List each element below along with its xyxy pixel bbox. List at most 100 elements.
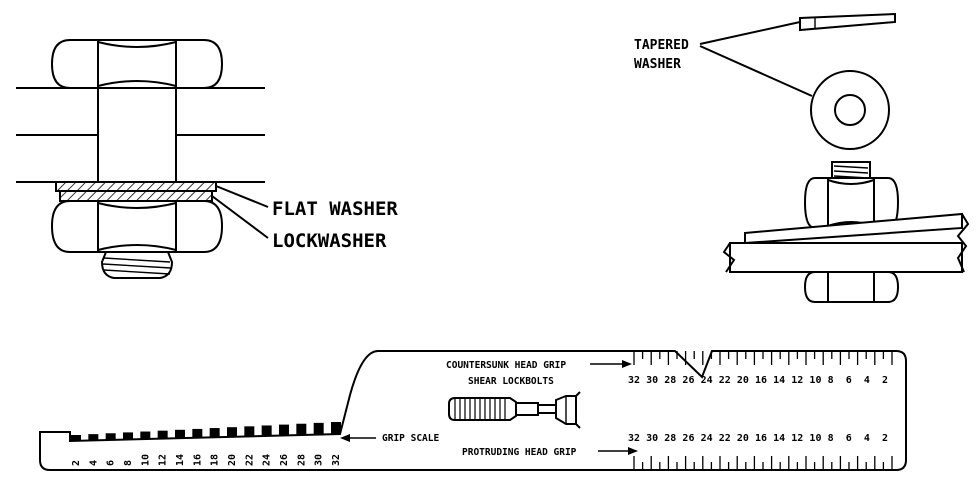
grip-scale-number: 2: [71, 460, 82, 466]
protruding-scale-number: 2: [882, 433, 888, 444]
leader-lockwasher: [211, 195, 269, 239]
tapered-washer-label-line1: TAPERED: [634, 38, 689, 53]
grip-scale-block: [123, 432, 133, 440]
protruding-scale-number: 12: [791, 433, 803, 444]
grip-scale-block: [88, 434, 99, 441]
countersunk-scale-number: 2: [882, 375, 888, 386]
grip-scale-number: 26: [279, 454, 290, 466]
bolt-shank: [97, 87, 177, 183]
grip-scale-number: 16: [192, 454, 203, 466]
countersunk-scale-number: 10: [809, 375, 821, 386]
protruding-scale-number: 20: [737, 433, 749, 444]
protruding-head-grip-label: PROTRUDING HEAD GRIP: [462, 447, 577, 458]
grip-scale-block: [175, 429, 185, 439]
grip-scale-block: [140, 431, 151, 440]
grip-scale-number: 22: [244, 454, 255, 466]
grip-scale-block: [244, 426, 255, 437]
grip-scale-number: 20: [227, 454, 238, 466]
protruding-scale-number: 6: [846, 433, 852, 444]
countersunk-scale-number: 12: [791, 375, 803, 386]
tapered-washer-label-line2: WASHER: [634, 57, 681, 72]
lockwasher-shape: [59, 190, 213, 202]
grip-scale-block: [313, 422, 324, 435]
grip-scale-arrow-head: [340, 434, 350, 442]
grip-scale-block: [192, 428, 203, 438]
grip-scale-number: 24: [262, 454, 273, 466]
countersunk-scale-number: 28: [664, 375, 676, 386]
countersunk-scale-number: 8: [828, 375, 834, 386]
leader-tapered-top: [699, 21, 801, 45]
tapered-washer-hole: [834, 94, 866, 126]
protruding-scale-number: 26: [682, 433, 694, 444]
grip-scale-number: 30: [314, 454, 325, 466]
protruding-scale-number: 14: [773, 433, 785, 444]
grip-scale-number: 18: [210, 454, 221, 466]
grip-scale-block: [105, 433, 116, 441]
protruding-scale-number: 28: [664, 433, 676, 444]
lockwasher-label: LOCKWASHER: [272, 230, 387, 252]
countersunk-scale-number: 4: [864, 375, 870, 386]
countersunk-scale-number: 16: [755, 375, 767, 386]
grip-scale-label: GRIP SCALE: [382, 433, 439, 444]
grip-scale-blocks: [71, 422, 341, 441]
grip-scale-block: [261, 425, 272, 436]
grip-scale-number: 4: [88, 460, 99, 466]
grip-scale-block: [71, 435, 81, 441]
protruding-scale-ticks: [633, 456, 893, 470]
countersunk-scale-number: 30: [646, 375, 658, 386]
flat-plate: [729, 242, 963, 273]
grip-scale-number: 8: [123, 460, 134, 466]
countersunk-scale-number: 6: [846, 375, 852, 386]
protruding-scale-number: 8: [828, 433, 834, 444]
leader-tapered-face: [699, 45, 813, 97]
shear-lockbolts-label: SHEAR LOCKBOLTS: [468, 376, 554, 387]
flat-washer-shape: [55, 181, 217, 192]
grip-scale-block: [209, 428, 220, 438]
bolt-threaded-end: [100, 251, 174, 279]
leader-flat-washer: [215, 185, 269, 208]
protruding-scale-number: 32: [628, 433, 640, 444]
protruding-scale-number: 22: [719, 433, 731, 444]
countersunk-scale-number: 20: [737, 375, 749, 386]
grip-scale-block: [296, 423, 307, 435]
countersunk-scale-number: 14: [773, 375, 785, 386]
flat-washer-label: FLAT WASHER: [272, 198, 398, 220]
grip-scale-number: 10: [140, 454, 151, 466]
countersunk-arrow-head: [622, 360, 632, 368]
protruding-scale-number: 4: [864, 433, 870, 444]
grip-scale-number: 6: [106, 460, 117, 466]
countersunk-scale-number: 24: [701, 375, 713, 386]
countersunk-scale-number: 22: [719, 375, 731, 386]
gauge-outline: [39, 350, 907, 471]
tapered-washer-side: [799, 12, 896, 32]
nut-right-top: [803, 177, 900, 229]
protruding-scale-number: 10: [809, 433, 821, 444]
grip-scale-number: 28: [296, 454, 307, 466]
sloped-plate: [744, 212, 963, 245]
grip-scale-block: [279, 424, 289, 436]
break-left: [722, 242, 736, 273]
break-right: [956, 213, 970, 273]
bolt-assembly-left: FLAT WASHER LOCKWASHER: [16, 39, 398, 279]
grip-scale-number: 12: [158, 454, 169, 466]
shear-lockbolt-drawing: [448, 391, 581, 429]
protruding-arrow-head: [628, 447, 638, 455]
bolt-thread-stub: [831, 161, 871, 179]
bolt-head: [50, 39, 224, 89]
countersunk-scale-ticks: [633, 351, 893, 365]
grip-scale-block: [331, 422, 341, 434]
nut-left: [50, 200, 224, 253]
countersunk-head-grip-label: COUNTERSUNK HEAD GRIP: [446, 360, 566, 371]
grip-scale-number: 32: [331, 454, 342, 466]
nut-right-bottom: [803, 271, 900, 303]
protruding-scale-number: 16: [755, 433, 767, 444]
countersunk-scale-number: 26: [682, 375, 694, 386]
grip-scale-block: [227, 427, 237, 437]
grip-scale-block: [157, 430, 168, 439]
